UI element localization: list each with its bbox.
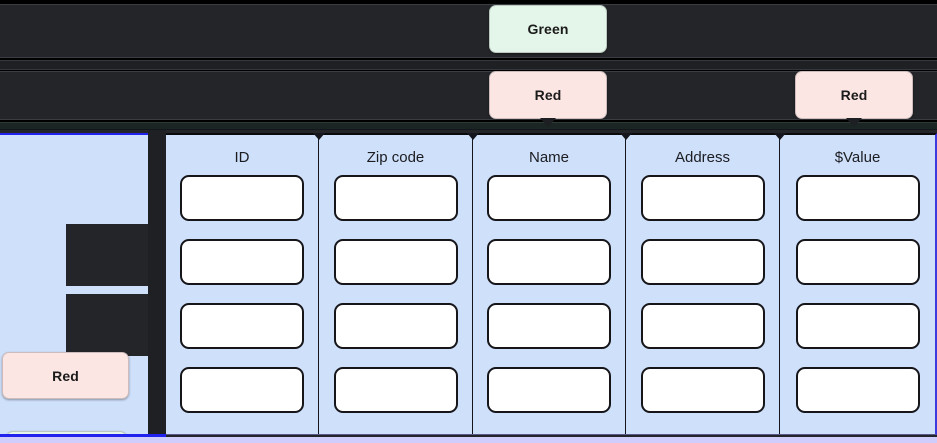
cell-name-2[interactable] bbox=[487, 239, 611, 285]
chip-red-right-pointer-icon bbox=[846, 118, 862, 127]
chip-red-right-label: Red bbox=[840, 87, 868, 103]
table-column-zip-code[interactable]: Zip code bbox=[313, 133, 472, 434]
cell-value-2[interactable] bbox=[795, 239, 920, 285]
column-notch-address-icon bbox=[620, 133, 632, 140]
chip-green-top[interactable]: Green bbox=[489, 5, 607, 53]
cell-id-3[interactable] bbox=[180, 303, 304, 349]
left-panel-chip-red-label: Red bbox=[52, 367, 79, 384]
left-panel-chip-red[interactable]: Red bbox=[2, 352, 129, 399]
column-header-value: $Value bbox=[834, 149, 881, 166]
cell-zip-2[interactable] bbox=[333, 239, 458, 285]
chip-red-middle-label: Red bbox=[534, 87, 562, 103]
cell-zip-1[interactable] bbox=[333, 175, 458, 221]
chip-red-middle-pointer-icon bbox=[540, 118, 556, 127]
cell-id-4[interactable] bbox=[180, 367, 304, 413]
table-column-id[interactable]: ID bbox=[166, 135, 318, 434]
chip-red-middle[interactable]: Red bbox=[489, 71, 607, 127]
cell-value-3[interactable] bbox=[795, 303, 920, 349]
column-header-id: ID bbox=[234, 149, 250, 166]
panel-divider[interactable] bbox=[148, 130, 166, 441]
column-header-name: Name bbox=[528, 149, 569, 166]
data-table: ID Zip code Name Address bbox=[166, 133, 937, 435]
toolbar-row-2[interactable] bbox=[0, 71, 937, 120]
toolbar-row-gap bbox=[0, 60, 937, 70]
cell-address-3[interactable] bbox=[640, 303, 765, 349]
table-column-name[interactable]: Name bbox=[467, 133, 625, 434]
cell-address-4[interactable] bbox=[640, 367, 765, 413]
column-notch-value-icon bbox=[774, 133, 786, 140]
table-column-value[interactable]: $Value bbox=[774, 133, 935, 434]
toolbar-row-1[interactable] bbox=[0, 4, 937, 58]
column-header-address: Address bbox=[674, 149, 731, 166]
cell-address-1[interactable] bbox=[640, 175, 765, 221]
cell-zip-4[interactable] bbox=[333, 367, 458, 413]
cell-name-4[interactable] bbox=[487, 367, 611, 413]
cell-name-3[interactable] bbox=[487, 303, 611, 349]
cell-name-1[interactable] bbox=[487, 175, 611, 221]
bottom-strip bbox=[0, 437, 937, 443]
chip-red-right[interactable]: Red bbox=[795, 71, 913, 127]
cell-id-1[interactable] bbox=[180, 175, 304, 221]
toolbar-strip-accent bbox=[0, 122, 937, 130]
table-column-address[interactable]: Address bbox=[620, 133, 779, 434]
top-black-bar bbox=[0, 0, 937, 4]
cell-value-1[interactable] bbox=[795, 175, 920, 221]
cell-zip-3[interactable] bbox=[333, 303, 458, 349]
cell-address-2[interactable] bbox=[640, 239, 765, 285]
left-panel-gap-lower bbox=[66, 294, 148, 356]
column-notch-name-icon bbox=[467, 133, 479, 140]
chip-green-top-label: Green bbox=[527, 21, 569, 37]
bottom-accent-line bbox=[0, 434, 166, 437]
cell-value-4[interactable] bbox=[795, 367, 920, 413]
column-notch-zip-icon bbox=[313, 133, 325, 140]
column-header-zip-code: Zip code bbox=[366, 149, 425, 166]
cell-id-2[interactable] bbox=[180, 239, 304, 285]
left-panel-gap-upper bbox=[66, 224, 148, 286]
